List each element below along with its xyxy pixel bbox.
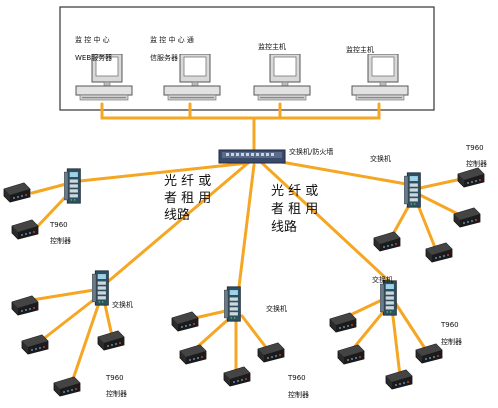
core-to-switch-left-link (78, 161, 250, 183)
controller-icon (11, 219, 39, 240)
ctl-c-suffix: 控制器 (288, 390, 309, 399)
pc3-label-line1: 监控主机 (258, 42, 286, 51)
sw-ll-ctl-3-link (70, 298, 102, 384)
room-bus-link (100, 102, 381, 120)
switch-center (224, 286, 241, 322)
core-to-switch-lower-left-link (102, 161, 250, 287)
controller-icon (257, 342, 285, 363)
controller-icon (11, 295, 39, 316)
ctl-left-suffix: 控制器 (50, 236, 71, 245)
pc2-label-line1: 监 控 中 心 通 (150, 35, 194, 44)
controller-icon (179, 344, 207, 365)
controller-icon (385, 369, 413, 390)
controller-icon (21, 334, 49, 355)
controller-icon (53, 376, 81, 397)
core-to-switch-center-link (236, 163, 256, 297)
fiber-right-line2: 者 租 用 (271, 202, 318, 217)
sw-left-ctl-1-link (30, 181, 72, 195)
fiber-label-left: 光 纤 或 者 租 用 线路 (164, 174, 211, 223)
core-to-switch-lower-right-link (260, 161, 392, 284)
ctl-ll-model: T960 (105, 374, 124, 382)
controller-icon (415, 343, 443, 364)
controller-icon (223, 366, 251, 387)
sw-ll-ctl-2-link (40, 296, 98, 342)
core-switch-label: 交换机/防火墙 (289, 147, 333, 156)
core-to-switch-right-link (268, 158, 414, 187)
switch-left (64, 168, 81, 204)
fiber-label-right: 光 纤 或 者 租 用 线路 (271, 184, 318, 235)
switch-right (404, 172, 421, 208)
pc1-label-line2: WEB服务器 (75, 53, 112, 62)
sw-lr-ctl-2-link (350, 304, 390, 352)
fiber-left-line1: 光 纤 或 (164, 174, 211, 189)
pc1-label-line1: 监 控 中 心 (75, 35, 110, 44)
switch-center-label: 交换机 (266, 304, 287, 313)
sw-right-ctl-2-link (418, 193, 462, 217)
links (30, 102, 468, 384)
controller-icon (337, 344, 365, 365)
switch-right-label: 交换机 (370, 154, 391, 163)
ctl-ll-suffix: 控制器 (106, 389, 127, 398)
switch-lower-right-label: 交换机 (372, 275, 393, 284)
controller-icon (97, 330, 125, 351)
ctl-lr-suffix: 控制器 (441, 337, 462, 346)
fiber-left-line2: 者 租 用 (164, 191, 211, 206)
switch-lower-left (92, 270, 109, 306)
sw-lr-ctl-3-link (390, 306, 402, 378)
fiber-right-line1: 光 纤 或 (271, 184, 318, 199)
switch-lower-right (380, 280, 397, 316)
switch-lower-left-label: 交换机 (112, 300, 133, 309)
ctl-left-model: T960 (49, 221, 68, 229)
sw-c-ctl-4-link (240, 314, 270, 352)
controller-icon (457, 167, 485, 188)
ctl-lr-model: T960 (440, 321, 459, 329)
sw-lr-ctl-4-link (394, 302, 428, 352)
sw-ll-ctl-1-link (30, 288, 96, 302)
pc4-label-line1: 监控主机 (346, 45, 374, 54)
sw-ll-ctl-4-link (102, 298, 114, 338)
controller-icon (453, 207, 481, 228)
ctl-right-model: T960 (465, 144, 484, 152)
fiber-left-line3: 线路 (164, 207, 190, 223)
sw-c-ctl-2-link (192, 314, 234, 352)
ctl-right-suffix: 控制器 (466, 159, 487, 168)
controller-icon (373, 231, 401, 252)
fiber-right-line3: 线路 (271, 219, 297, 235)
controller-icon (3, 182, 31, 203)
controller-icon (329, 312, 357, 333)
pc2-label-line2: 信服务器 (150, 53, 178, 62)
controller-icon (425, 242, 453, 263)
controller-icon (171, 311, 199, 332)
ctl-c-model: T960 (287, 374, 306, 382)
core-switch (218, 149, 286, 164)
sw-right-ctl-4-link (414, 198, 438, 252)
